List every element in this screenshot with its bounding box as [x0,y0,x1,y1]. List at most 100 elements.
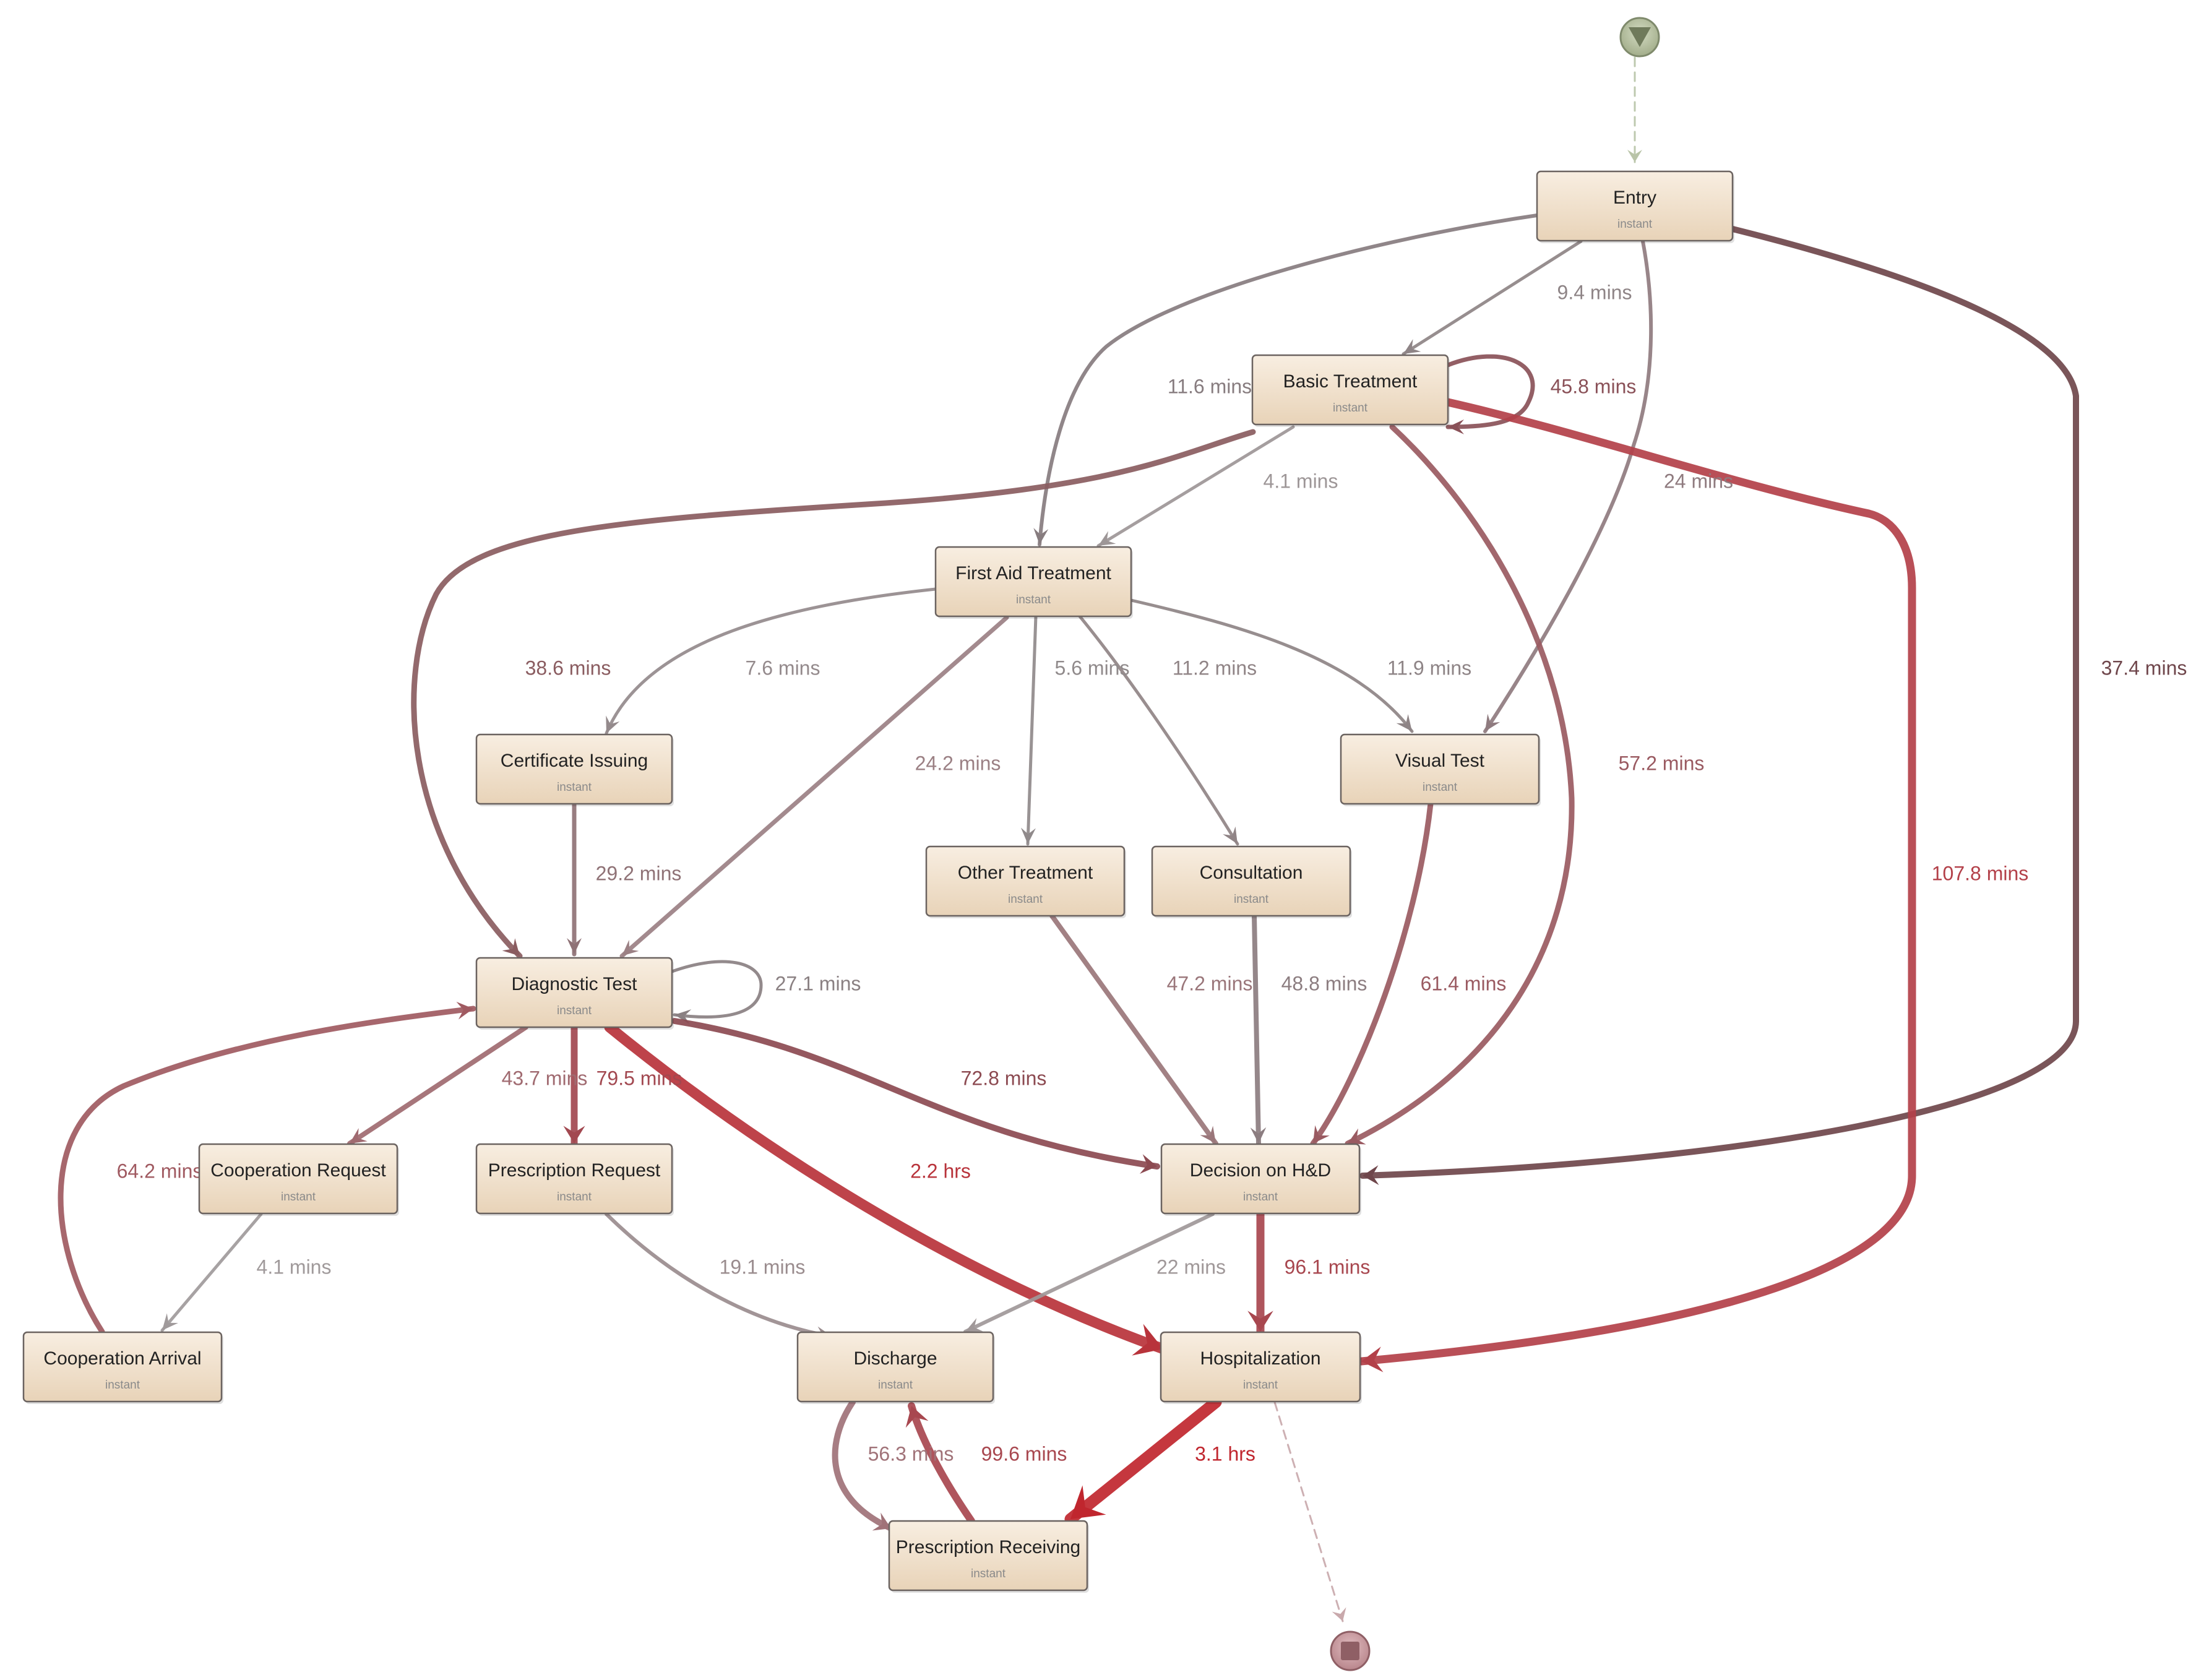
edge-entry-visual[interactable] [1483,239,1653,733]
edge-decision-hosp[interactable] [1247,1210,1273,1336]
edge-entry-basic[interactable] [1402,239,1583,356]
node-duration: instant [1617,218,1653,231]
node-coopreq[interactable]: Cooperation Request instant [198,1143,399,1216]
edge-arrowhead [1448,419,1465,434]
node-title: Consultation [1200,863,1303,883]
edge-firstaid-other[interactable] [1020,614,1038,846]
edge-label: 56.3 mins [868,1442,954,1465]
edge-line [671,1018,1160,1170]
terminals-layer [1330,17,1660,1671]
edge-presrec-discharge[interactable] [905,1402,975,1525]
edge-diag-decision[interactable] [671,1018,1160,1174]
edge-arrowhead [1070,1485,1106,1519]
node-title: Entry [1613,187,1656,208]
edge-visual-decision[interactable] [1310,801,1434,1147]
node-title: Hospitalization [1200,1348,1320,1369]
edge-diag-hosp[interactable] [604,1022,1169,1356]
edge-label: 99.6 mins [981,1442,1067,1465]
edge-decision-discharge[interactable] [963,1212,1215,1333]
node-duration: instant [1333,402,1368,415]
edge-cert-diag[interactable] [567,801,582,957]
edge-basic-decision[interactable] [1345,424,1575,1147]
edge-arrowhead [1627,150,1642,162]
node-box [925,845,1126,917]
node-title: First Aid Treatment [955,563,1111,584]
node-title: Cooperation Request [210,1160,386,1181]
edge-arrowhead [1332,1607,1346,1621]
edge-line [605,1212,834,1338]
edge-firstaid-visual[interactable] [1129,598,1414,733]
edge-consult-decision[interactable] [1250,913,1267,1146]
edge-line [1273,1401,1344,1622]
node-duration: instant [281,1191,316,1204]
edge-diag-coopreq[interactable] [347,1025,528,1146]
node-title: Cooperation Arrival [43,1348,201,1369]
edge-label: 7.6 mins [746,657,820,679]
edge-basic-self[interactable] [1445,354,1535,434]
edge-arrowhead [1020,827,1036,844]
node-entry[interactable]: Entry instant [1536,170,1734,243]
edge-diag-presreq[interactable] [563,1023,585,1147]
edge-arrowhead [502,938,520,956]
edge-firstaid-diag[interactable] [619,615,1009,958]
edge-line [160,1212,263,1332]
edge-line [670,960,763,1019]
edge-firstaid-cert[interactable] [605,587,937,735]
edge-arrowhead [162,1313,178,1330]
end-stop-icon[interactable] [1330,1630,1371,1671]
edge-label: 11.9 mins [1387,657,1471,679]
edge-line [1483,239,1653,733]
edge-arrowhead [1033,528,1049,545]
edge-diag-self[interactable] [670,960,763,1024]
edge-discharge-presrec[interactable] [832,1399,894,1531]
edge-entry-firstaid[interactable] [1033,213,1539,546]
edge-hosp-end[interactable] [1273,1401,1346,1622]
edge-arrowhead [1403,338,1421,354]
node-box [1151,845,1351,917]
edge-label: 29.2 mins [596,862,682,884]
node-duration: instant [1243,1191,1278,1204]
edge-line [411,429,1256,959]
node-box [1160,1331,1361,1403]
node-title: Discharge [853,1348,937,1369]
edge-arrowhead [456,1001,473,1020]
edge-line [1359,226,2079,1179]
edge-basic-diag[interactable] [411,429,1256,959]
edge-label: 37.4 mins [2101,657,2187,679]
edge-cooparr-diag[interactable] [58,1001,476,1335]
node-box [475,957,673,1028]
edge-label: 96.1 mins [1285,1256,1371,1278]
edge-label: 72.8 mins [961,1067,1047,1089]
edge-coopreq-cooparr[interactable] [160,1212,263,1332]
edge-basic-firstaid[interactable] [1096,425,1295,548]
edge-hosp-presrec[interactable] [1064,1396,1222,1525]
edge-start-entry[interactable] [1627,56,1642,163]
edge-line [1310,801,1434,1147]
start-play-icon[interactable] [1619,17,1660,58]
edge-entry-decision[interactable] [1359,226,2079,1186]
edge-label: 79.5 mins [596,1067,683,1089]
edge-label: 38.6 mins [525,657,611,679]
node-title: Diagnostic Test [512,974,638,994]
edge-firstaid-consult[interactable] [1078,614,1239,846]
node-title: Prescription Request [488,1160,661,1181]
edge-basic-hosp[interactable] [1357,398,1916,1372]
node-box [796,1331,994,1403]
node-box [22,1331,223,1403]
edge-line [1096,425,1295,548]
edge-other-decision[interactable] [1049,913,1218,1146]
node-duration: instant [1008,893,1043,906]
